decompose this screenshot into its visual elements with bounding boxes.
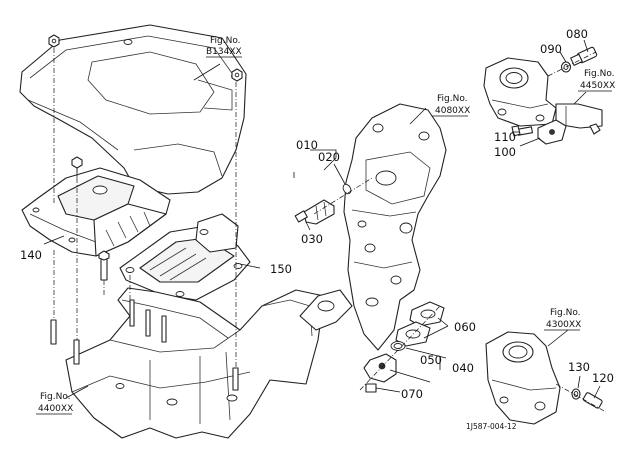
callout-080: 080: [566, 27, 588, 41]
sensor-070: [363, 353, 397, 393]
cover-nut-left-icon: [48, 34, 60, 48]
callout-030: 030: [301, 232, 323, 246]
housing-axis-line: [547, 51, 597, 77]
callout-010: 010: [296, 138, 318, 152]
fig-ref-label: Fig.No.: [210, 36, 241, 46]
callout-120: 120: [592, 371, 614, 385]
sensor-axis-line: [313, 177, 373, 215]
sensor-120-axis-line: [555, 383, 607, 413]
fig-ref-number: B134XX: [206, 47, 242, 57]
fig-ref-number: 4400XX: [38, 404, 73, 414]
housing-4450: [483, 57, 557, 127]
callout-090: 090: [540, 42, 562, 56]
drawing-code: 1J587-004-12: [466, 422, 517, 431]
sensor-100: [537, 119, 567, 145]
leader-lines: [43, 39, 601, 399]
fig-ref-number: 4450XX: [580, 81, 615, 91]
washer-130: [571, 388, 581, 400]
fig-ref-b134xx: Fig.No. B134XX: [206, 36, 242, 58]
ecu-module-150: [119, 213, 251, 301]
fig-ref-label: Fig.No.: [437, 94, 468, 104]
fig-ref-4450xx: Fig.No. 4450XX: [578, 69, 615, 92]
fig-ref-4400xx: Fig.No. 4400XX: [36, 392, 73, 415]
fig-ref-4300xx: Fig.No. 4300XX: [544, 308, 581, 331]
callout-050: 050: [420, 353, 442, 367]
callout-100: 100: [494, 145, 516, 159]
mounting-axis-lines: [53, 48, 237, 390]
fig-ref-number: 4080XX: [435, 106, 470, 116]
mounting-studs: [50, 319, 239, 391]
fig-ref-label: Fig.No.: [40, 392, 71, 402]
callout-150: 150: [270, 262, 292, 276]
ecu-bracket-140: [21, 167, 171, 257]
gasket-060-upper: [409, 301, 445, 327]
lower-bracket-frame: [65, 287, 353, 439]
cover-nut-right-icon: [231, 68, 243, 82]
gasket-axis-line: [359, 305, 441, 391]
fig-ref-label: Fig.No.: [584, 69, 615, 79]
callout-140: 140: [20, 248, 42, 262]
callout-020: 020: [318, 150, 340, 164]
fig-ref-4080xx: Fig.No. 4080XX: [432, 94, 470, 117]
engine-block: [343, 103, 447, 351]
o-ring-020: [342, 183, 352, 195]
callout-130: 130: [568, 360, 590, 374]
housing-4300: [485, 331, 561, 425]
callout-070: 070: [401, 387, 423, 401]
bolt-110: [511, 125, 533, 137]
callout-040: 040: [452, 361, 474, 375]
callout-060: 060: [454, 320, 476, 334]
o-ring-050: [390, 341, 406, 351]
sensor-030: [294, 199, 335, 225]
callout-110: 110: [494, 130, 516, 144]
sensor-080: [570, 46, 598, 66]
fig-ref-number: 4300XX: [546, 320, 581, 330]
ecu-stud-icon: [98, 250, 110, 281]
fig-ref-label: Fig.No.: [550, 308, 581, 318]
